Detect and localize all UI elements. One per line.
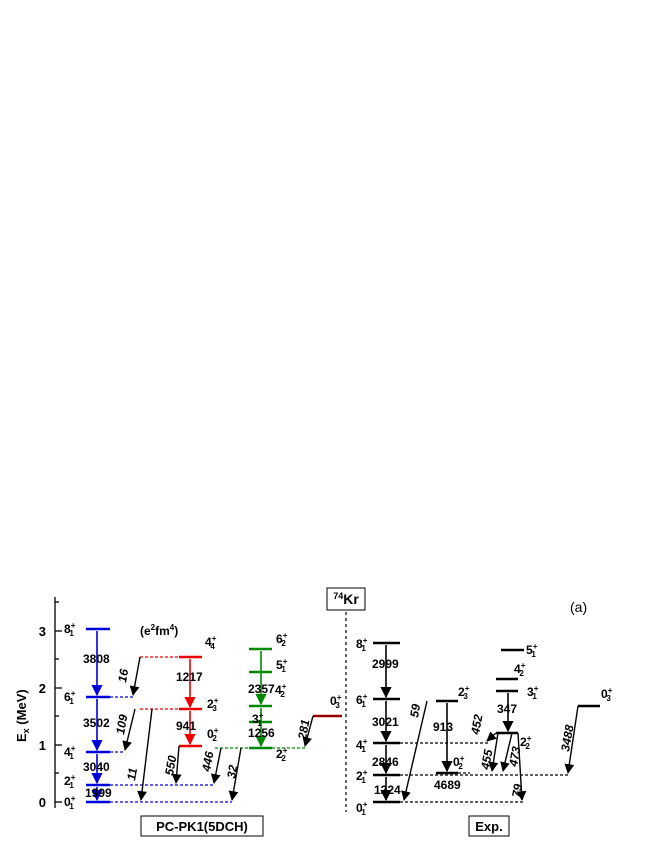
nucleus-box [326, 587, 366, 611]
svg-text:2846: 2846 [372, 755, 399, 769]
theory-gsb-levels [86, 627, 110, 804]
exp-gsb-spin-labels: 0+1 2+1 4+1 6+1 8+1 [356, 636, 368, 817]
svg-text:11: 11 [124, 767, 140, 782]
svg-text:1256: 1256 [248, 726, 275, 740]
theory-gsb-spin-labels: 0+1 2+1 4+1 6+1 8+1 [64, 621, 76, 811]
svg-text:5+1: 5+1 [276, 657, 288, 674]
exp-band2-be2-values: 4689 913 [433, 720, 461, 792]
svg-text:473: 473 [506, 745, 523, 768]
svg-text:2357: 2357 [248, 682, 275, 696]
svg-text:455: 455 [478, 748, 495, 771]
svg-text:16: 16 [115, 668, 131, 684]
panel-label: (a) [570, 599, 587, 615]
svg-text:109: 109 [113, 713, 130, 735]
theory-band2-levels [179, 655, 202, 748]
svg-text:3488: 3488 [558, 723, 576, 752]
exp-band3-be2-value: 347 [497, 702, 517, 716]
y-axis-title: Ex (MeV) [14, 689, 31, 742]
svg-text:3021: 3021 [372, 715, 399, 729]
svg-text:3502: 3502 [83, 716, 110, 730]
svg-text:2999: 2999 [372, 657, 399, 671]
y-tick-0: 0 [39, 795, 46, 810]
theory-band2-be2-values: 941 1217 [176, 670, 203, 733]
svg-text:2+2: 2+2 [520, 734, 532, 751]
svg-text:2+2: 2+2 [276, 746, 288, 763]
theory-box-label: PC-PK1(5DCH) [156, 819, 248, 834]
exp-box [468, 815, 510, 837]
exp-gsb-be2-values: 1224 2846 3021 2999 [372, 657, 401, 797]
svg-text:4+4: 4+4 [205, 634, 217, 651]
y-tick-3: 3 [39, 624, 46, 639]
svg-text:59: 59 [407, 703, 423, 719]
svg-text:32: 32 [224, 764, 240, 780]
y-tick-1: 1 [39, 738, 46, 753]
svg-text:1999: 1999 [85, 786, 112, 800]
svg-text:2+3: 2+3 [207, 696, 219, 713]
exp-interband-be2-values: 59 452 455 473 79 3488 [407, 703, 576, 799]
svg-text:2+1: 2+1 [356, 768, 368, 785]
svg-text:6+1: 6+1 [64, 689, 76, 706]
exp-interband-arrows [401, 700, 579, 801]
svg-text:0+1: 0+1 [64, 794, 76, 811]
theory-band4-spin-label: 0+3 [330, 693, 342, 710]
svg-text:4+2: 4+2 [514, 661, 526, 678]
exp-dashed-connectors [400, 742, 570, 803]
svg-text:0+1: 0+1 [356, 800, 368, 817]
svg-text:1224: 1224 [374, 783, 401, 797]
svg-text:913: 913 [433, 720, 453, 734]
svg-text:3+1: 3+1 [527, 684, 539, 701]
be2-unit-label: (e2fm4) [140, 623, 178, 638]
svg-text:0+2: 0+2 [453, 754, 465, 771]
svg-text:3040: 3040 [83, 760, 110, 774]
svg-text:3+1: 3+1 [252, 711, 264, 728]
svg-text:446: 446 [199, 750, 216, 773]
svg-text:4+1: 4+1 [356, 737, 368, 754]
svg-text:0+2: 0+2 [207, 726, 219, 743]
exp-box-label: Exp. [475, 819, 502, 834]
exp-band4-spin-label: 0+3 [601, 686, 613, 703]
theory-interband-arrows [122, 656, 314, 801]
svg-text:4+2: 4+2 [275, 682, 287, 699]
svg-text:281: 281 [295, 718, 312, 741]
svg-text:941: 941 [176, 719, 196, 733]
theory-box [140, 815, 264, 837]
svg-text:550: 550 [162, 754, 179, 776]
exp-band3-spin-labels: 2+2 3+1 4+2 5+1 [514, 642, 539, 751]
theory-gsb-be2-values: 1999 3040 3502 3808 [83, 652, 112, 800]
svg-text:3808: 3808 [83, 652, 110, 666]
theory-band3-be2-values: 1256 2357 [248, 682, 275, 740]
svg-text:452: 452 [468, 713, 485, 736]
exp-band2-spin-labels: 0+2 2+3 [453, 684, 470, 771]
svg-text:5+1: 5+1 [526, 642, 538, 659]
exp-band3-levels [496, 648, 524, 735]
theory-interband-be2-values: 16 109 11 550 446 32 281 [113, 668, 312, 782]
y-tick-2: 2 [39, 681, 46, 696]
svg-text:8+1: 8+1 [64, 621, 76, 638]
exp-band2-levels [436, 699, 458, 775]
exp-gsb-levels [373, 641, 400, 804]
svg-text:6+1: 6+1 [356, 692, 368, 709]
nucleus-label: 74Kr [333, 591, 359, 607]
svg-text:Ex (MeV): Ex (MeV) [14, 689, 31, 742]
theory-band2-spin-labels: 0+2 2+3 4+4 [205, 634, 219, 743]
theory-band3-spin-labels: 2+2 3+1 4+2 5+1 6+2 [252, 631, 288, 763]
svg-text:8+1: 8+1 [356, 636, 368, 653]
svg-text:2+3: 2+3 [458, 684, 470, 701]
svg-text:1217: 1217 [176, 670, 203, 684]
svg-text:2+1: 2+1 [64, 773, 76, 790]
svg-text:79: 79 [509, 783, 525, 799]
svg-text:6+2: 6+2 [276, 631, 288, 648]
svg-text:4689: 4689 [434, 778, 461, 792]
svg-text:4+1: 4+1 [64, 744, 76, 761]
y-axis [54, 597, 62, 808]
